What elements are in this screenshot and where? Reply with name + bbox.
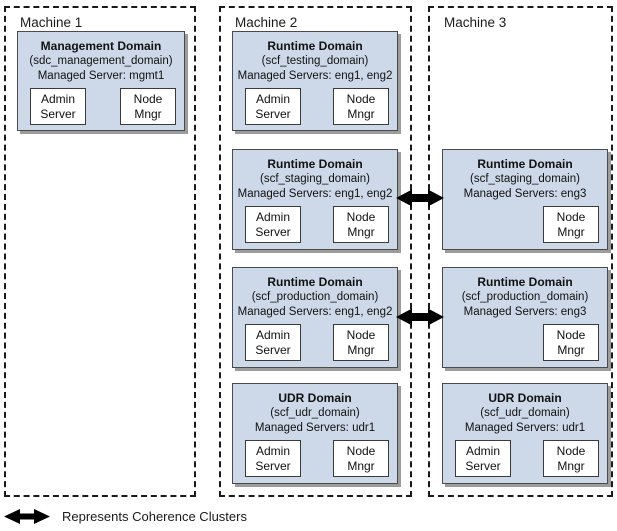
domain-subtitle: (scf_staging_domain) — [470, 173, 580, 185]
domain-managed-servers: Managed Servers: eng1, eng2 — [237, 188, 393, 200]
admin-server-box: Admin Server — [245, 440, 301, 477]
admin-server-box: Admin Server — [245, 206, 301, 243]
domain-subtitle: (scf_udr_domain) — [270, 407, 360, 419]
domain-subtitle: (scf_udr_domain) — [480, 407, 570, 419]
machine-1-label: Machine 1 — [20, 15, 83, 30]
domain-runtime-staging-m3: Runtime Domain (scf_staging_domain) Mana… — [442, 149, 608, 250]
admin-server-box: Admin Server — [245, 324, 301, 361]
domain-udr-m3: UDR Domain (scf_udr_domain) Managed Serv… — [442, 383, 608, 484]
admin-server-box: Admin Server — [245, 88, 301, 125]
node-manager-box: Node Mngr — [543, 206, 599, 243]
machine-2-label: Machine 2 — [235, 15, 298, 30]
node-manager-box: Node Mngr — [543, 324, 599, 361]
domain-runtime-staging-m2: Runtime Domain (scf_staging_domain) Mana… — [232, 149, 398, 250]
machine-3-label: Machine 3 — [444, 15, 507, 30]
domain-title: Runtime Domain — [267, 39, 363, 53]
domain-title: Runtime Domain — [267, 157, 363, 171]
domain-runtime-testing: Runtime Domain (scf_testing_domain) Mana… — [232, 31, 398, 131]
domain-managed-servers: Managed Servers: eng1, eng2 — [237, 70, 393, 82]
node-manager-box: Node Mngr — [333, 88, 389, 125]
domain-subtitle: (sdc_management_domain) — [29, 55, 173, 67]
domain-title: UDR Domain — [278, 391, 352, 405]
domain-managed-servers: Managed Servers: eng1, eng2 — [237, 306, 393, 318]
domain-managed-servers: Managed Servers: eng3 — [463, 188, 587, 200]
domain-subtitle: (scf_production_domain) — [461, 291, 589, 303]
domain-title: Runtime Domain — [477, 275, 573, 289]
domain-subtitle: (scf_testing_domain) — [261, 55, 369, 67]
domain-title: Runtime Domain — [477, 157, 573, 171]
domain-title: UDR Domain — [488, 391, 562, 405]
domain-managed-servers: Managed Servers: udr1 — [464, 422, 586, 434]
node-manager-box: Node Mngr — [333, 324, 389, 361]
node-manager-box: Node Mngr — [543, 440, 599, 477]
domain-managed-servers: Managed Servers: eng3 — [463, 306, 587, 318]
node-manager-box: Node Mngr — [333, 440, 389, 477]
domain-management: Management Domain (sdc_management_domain… — [17, 31, 185, 131]
domain-managed-servers: Managed Server: mgmt1 — [37, 70, 165, 82]
coherence-cluster-arrow-production-icon — [396, 308, 444, 326]
domain-runtime-production-m2: Runtime Domain (scf_production_domain) M… — [232, 267, 398, 368]
domain-runtime-production-m3: Runtime Domain (scf_production_domain) M… — [442, 267, 608, 368]
domain-title: Management Domain — [40, 39, 162, 53]
node-manager-box: Node Mngr — [120, 88, 176, 125]
coherence-cluster-arrow-staging-icon — [396, 189, 444, 207]
domain-managed-servers: Managed Servers: udr1 — [254, 422, 376, 434]
domain-title: Runtime Domain — [267, 275, 363, 289]
legend-text: Represents Coherence Clusters — [62, 508, 247, 524]
domain-subtitle: (scf_staging_domain) — [260, 173, 370, 185]
domain-udr-m2: UDR Domain (scf_udr_domain) Managed Serv… — [232, 383, 398, 484]
admin-server-box: Admin Server — [455, 440, 511, 477]
domain-subtitle: (scf_production_domain) — [251, 291, 379, 303]
double-arrow-icon — [4, 508, 50, 524]
node-manager-box: Node Mngr — [333, 206, 389, 243]
admin-server-box: Admin Server — [30, 88, 86, 125]
legend: Represents Coherence Clusters — [4, 506, 247, 526]
